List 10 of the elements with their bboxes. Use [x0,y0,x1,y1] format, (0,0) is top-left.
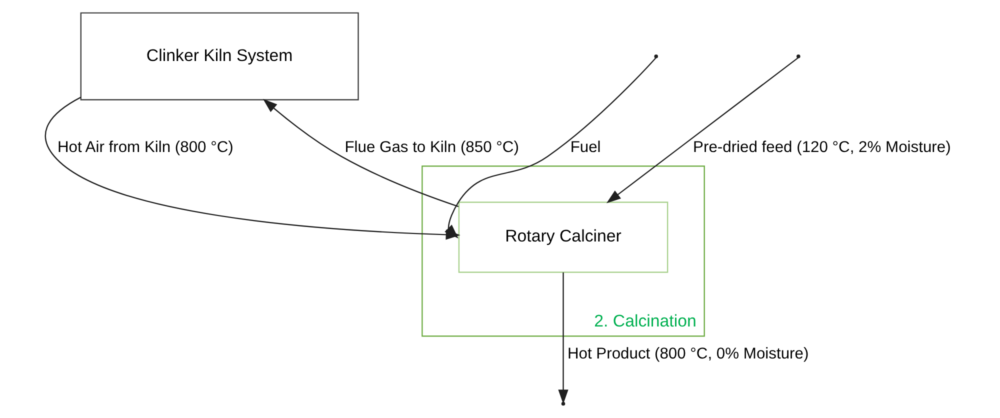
arrow [606,57,799,204]
node-box: Clinker Kiln System [80,12,359,100]
arrow [262,98,459,208]
edge-label: Hot Product (800 °C, 0% Moisture) [567,345,809,362]
edge-label: Flue Gas to Kiln (850 °C) [344,139,519,156]
arrow [558,272,568,404]
node-box: Rotary Calciner [458,202,668,273]
edge-label: Fuel [570,139,601,156]
edge-label: Pre-dried feed (120 °C, 2% Moisture) [693,139,951,156]
edge-label: Hot Air from Kiln (800 °C) [57,139,234,156]
